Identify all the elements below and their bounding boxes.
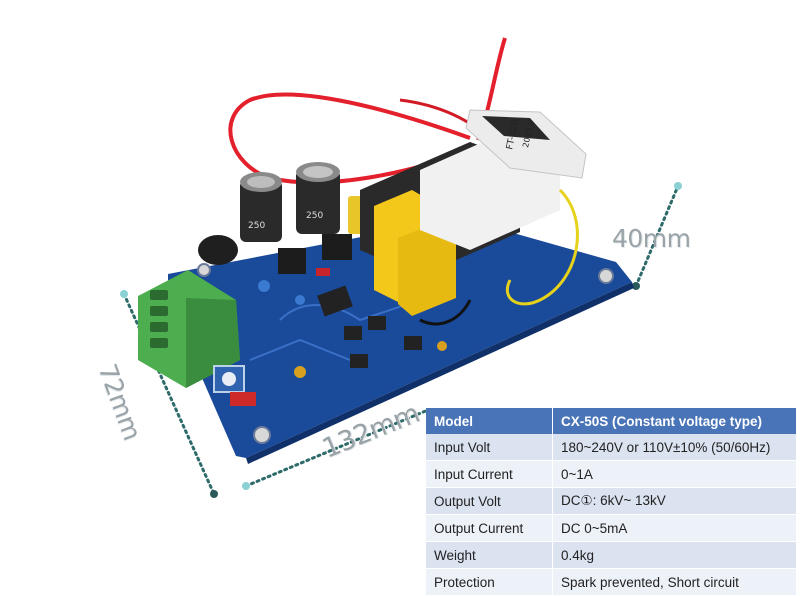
spec-value: Spark prevented, Short circuit: [552, 568, 797, 596]
guide-dot: [674, 182, 682, 190]
width-guide: [634, 184, 680, 288]
capacitor-label: 250: [306, 211, 323, 221]
mounting-hole: [197, 263, 211, 277]
black-wire: [419, 299, 472, 326]
mounting-hole: [598, 268, 614, 284]
capacitor: 250: [240, 172, 282, 242]
spec-header-value: CX-50S (Constant voltage type): [552, 408, 797, 434]
mounting-hole: [253, 426, 271, 444]
resistor: [316, 268, 330, 276]
red-wire: [228, 92, 471, 185]
transformer: FT-020 2019.0: [360, 109, 587, 316]
potentiometer-knob: [222, 372, 236, 386]
ceramic-capacitor: [295, 295, 305, 305]
mosfet: [404, 336, 422, 350]
length-guide: [244, 408, 430, 488]
spec-row: Protection Spark prevented, Short circui…: [426, 568, 797, 596]
spec-value: DC①: 6kV~ 13kV: [552, 487, 797, 515]
spec-value: 0.4kg: [552, 541, 797, 569]
width-dimension-label: 40mm: [612, 224, 691, 253]
ceramic-capacitor: [258, 280, 270, 292]
guide-dot: [210, 490, 218, 498]
spec-row: Output Volt DC①: 6kV~ 13kV: [426, 487, 797, 515]
spec-row: Weight 0.4kg: [426, 541, 797, 569]
spec-key: Output Current: [426, 514, 553, 542]
transistor: [322, 234, 352, 260]
dip-switch: [230, 392, 256, 406]
mosfet: [344, 326, 362, 340]
mosfet: [368, 316, 386, 330]
yellow-wire: [505, 188, 579, 306]
mosfet: [350, 354, 368, 368]
terminal-screws: [150, 290, 168, 348]
spec-key: Weight: [426, 541, 553, 569]
spec-key: Output Volt: [426, 487, 553, 515]
pcb-edge: [246, 282, 634, 464]
spec-key: Protection: [426, 568, 553, 596]
ic-chip: [317, 285, 353, 317]
pcb-board: [168, 218, 632, 458]
spec-value: 0~1A: [552, 460, 797, 488]
ntc-thermistor: [198, 235, 238, 265]
spec-key: Input Current: [426, 460, 553, 488]
pcb-trace: [249, 338, 351, 361]
capacitor-label: 250: [248, 221, 265, 231]
guide-dot: [242, 482, 250, 490]
spec-value: 180~240V or 110V±10% (50/60Hz): [552, 434, 797, 461]
spec-key: Input Volt: [426, 434, 553, 461]
ceramic-capacitor: [294, 366, 306, 378]
ceramic-capacitor: [437, 341, 447, 351]
spec-header-key: Model: [426, 408, 553, 434]
spec-row: Input Volt 180~240V or 110V±10% (50/60Hz…: [426, 434, 797, 461]
spec-table: Model CX-50S (Constant voltage type) Inp…: [426, 408, 797, 596]
spec-row: Output Current DC 0~5mA: [426, 514, 797, 542]
spec-row: Input Current 0~1A: [426, 460, 797, 488]
pcb-trace: [279, 299, 421, 322]
guide-dot: [120, 290, 128, 298]
transistor: [278, 248, 306, 274]
capacitor: 250: [296, 162, 340, 234]
spec-table-header: Model CX-50S (Constant voltage type): [426, 408, 797, 434]
spec-value: DC 0~5mA: [552, 514, 797, 542]
